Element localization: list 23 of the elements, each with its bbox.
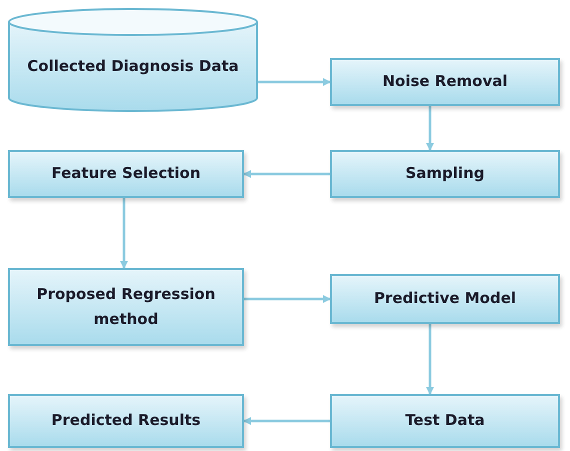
node-label: Test Data <box>405 410 485 432</box>
process-box <box>330 58 560 106</box>
node-label: Collected Diagnosis Data <box>27 56 239 78</box>
node-label: Noise Removal <box>382 71 508 92</box>
arrow <box>243 170 330 178</box>
arrow <box>426 324 434 395</box>
node-label: Predictive Model <box>374 288 516 310</box>
arrow <box>258 78 331 86</box>
arrow <box>244 295 331 303</box>
node-label: Sampling <box>406 163 484 184</box>
database-cylinder <box>8 8 258 112</box>
arrow <box>120 198 128 269</box>
node-label: Feature Selection <box>51 163 201 184</box>
process-box <box>8 268 244 346</box>
process-box <box>8 394 244 448</box>
node-label: Predicted Results <box>51 410 201 432</box>
process-box <box>8 150 244 198</box>
node-label: Proposed Regression method <box>36 284 216 330</box>
process-box <box>330 150 560 198</box>
arrow <box>426 106 434 151</box>
process-box <box>330 274 560 324</box>
process-box <box>330 394 560 448</box>
arrow <box>243 417 330 425</box>
